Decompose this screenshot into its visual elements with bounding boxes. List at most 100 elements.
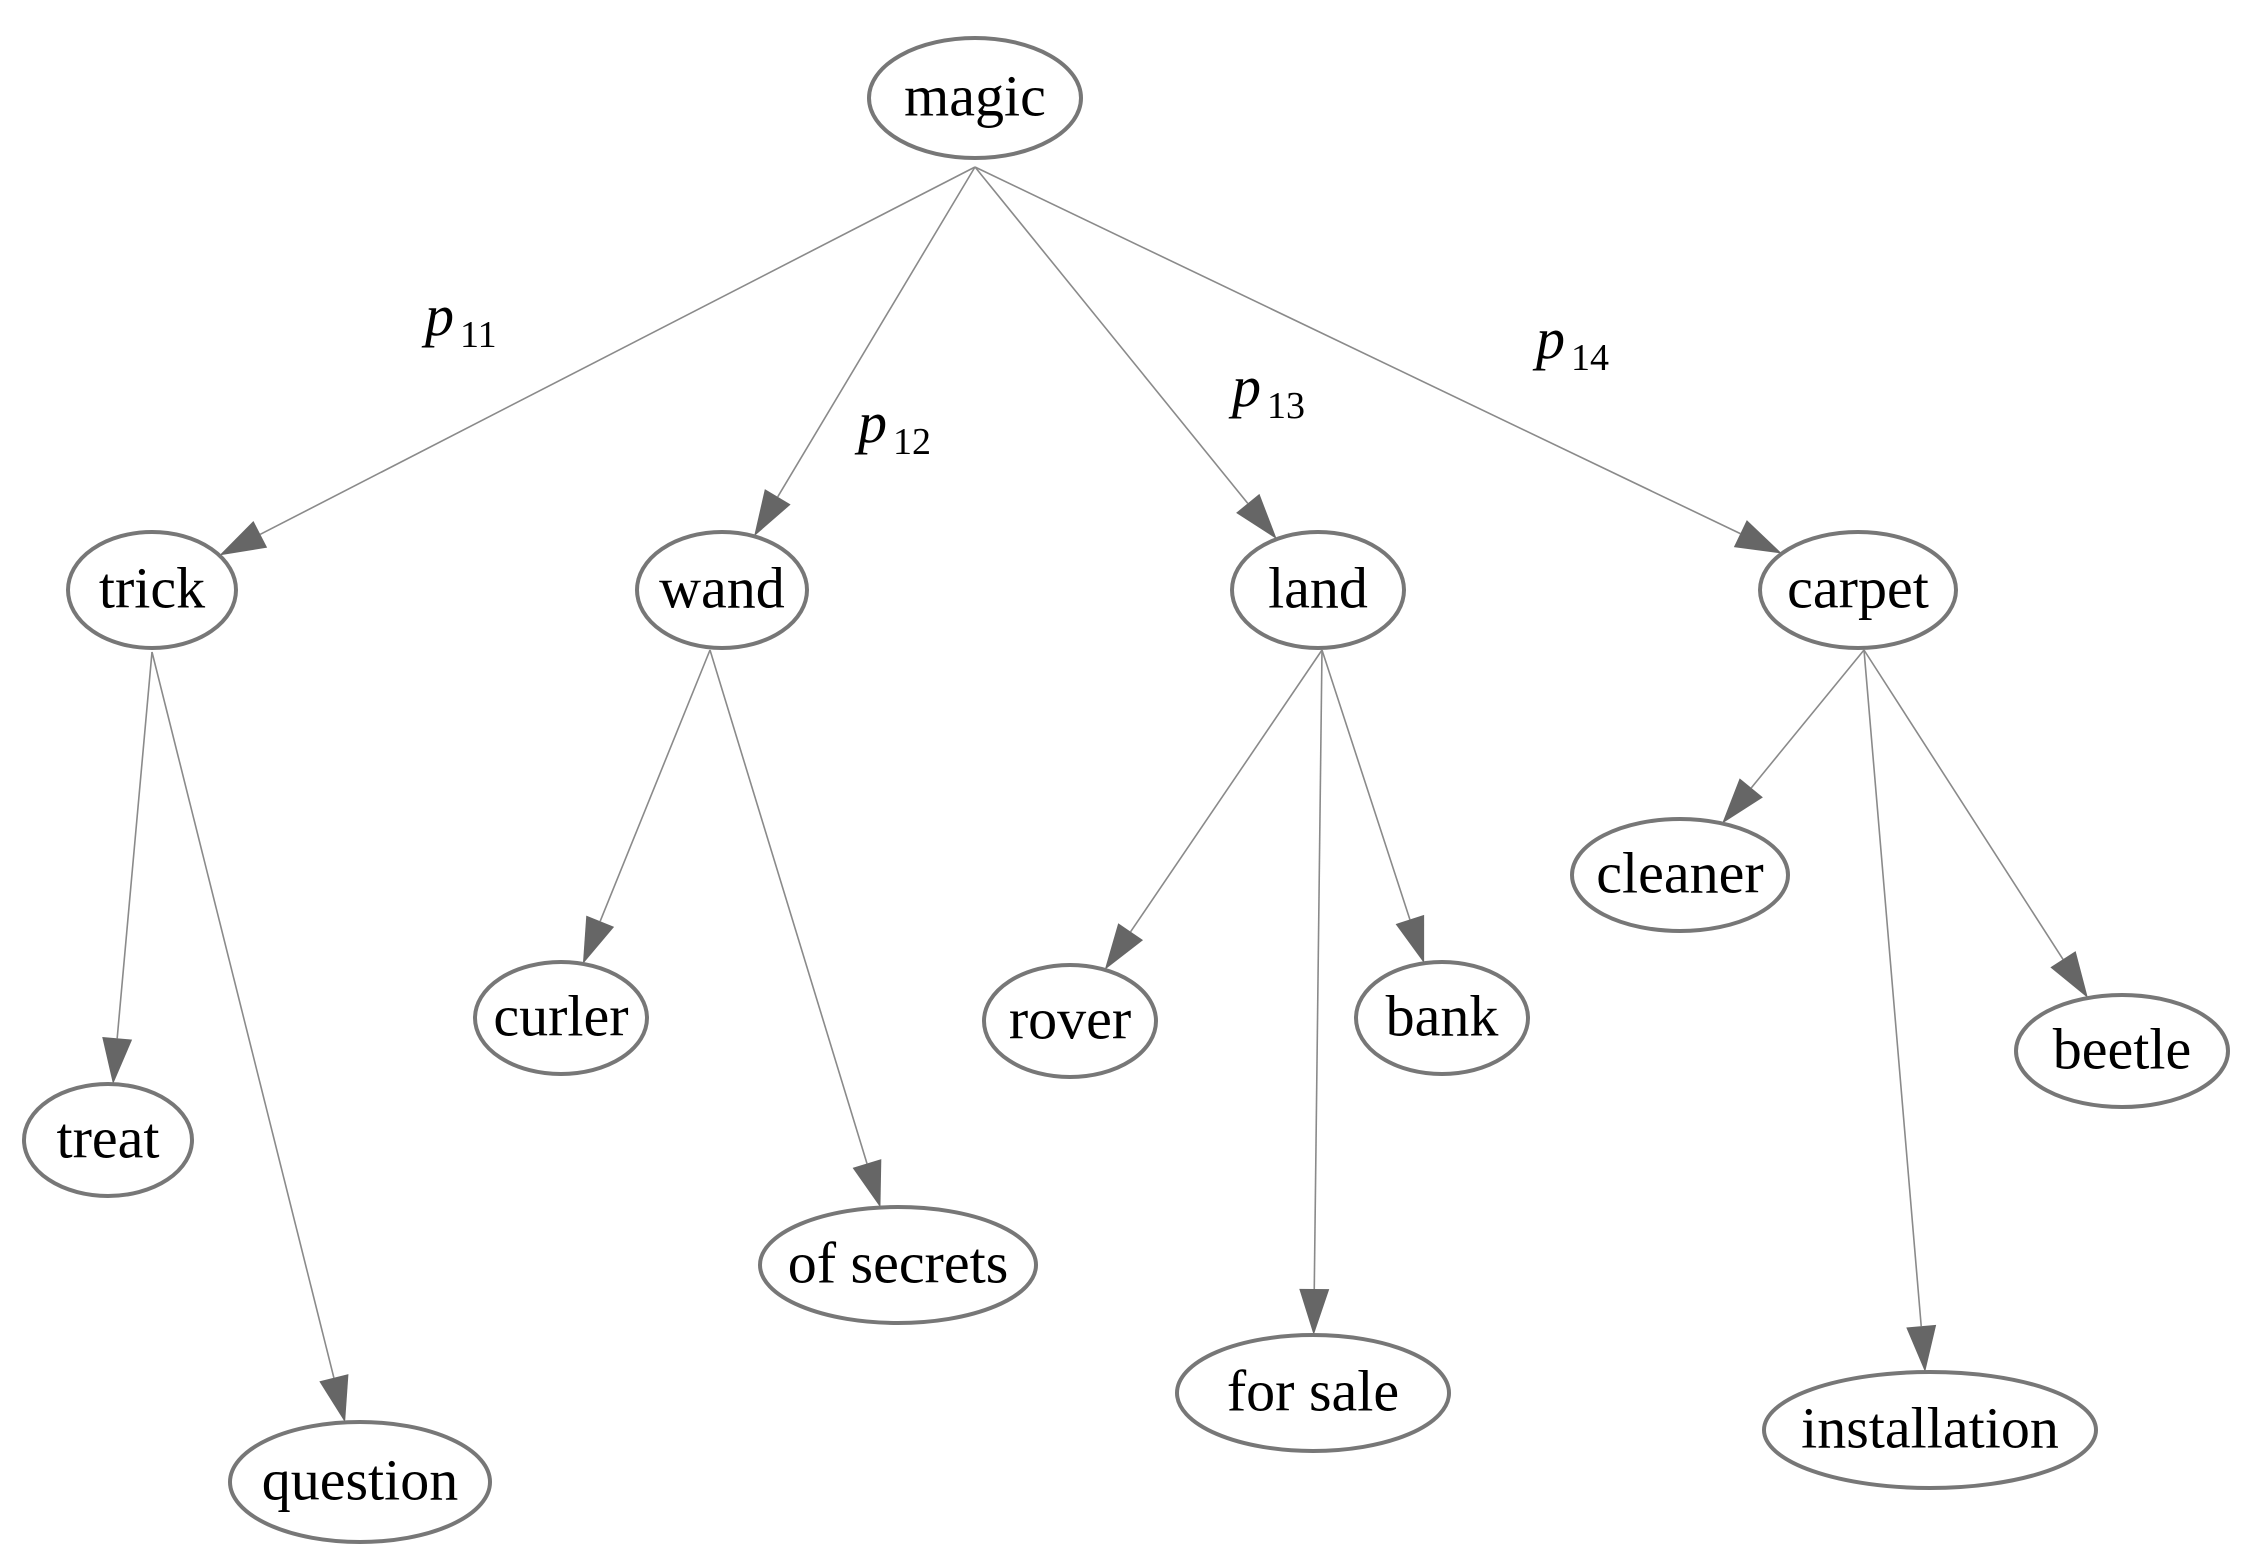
node-carpet: carpet	[1758, 530, 1958, 650]
edge-line	[974, 166, 1741, 535]
edge-magic-trick	[219, 166, 976, 556]
node-ellipse	[982, 963, 1158, 1079]
node-treat: treat	[22, 1082, 194, 1198]
edge-magic-carpet	[974, 166, 1782, 554]
edge-label-subscript: 13	[1267, 385, 1305, 427]
edge-line	[974, 166, 1249, 504]
edge-land-bank	[1321, 649, 1425, 964]
node-ellipse	[473, 960, 649, 1076]
node-label: cleaner	[1596, 841, 1763, 906]
edge-label-subscript: 11	[460, 314, 497, 356]
arrowhead	[1906, 1324, 1937, 1373]
node-label: installation	[1801, 1396, 2059, 1461]
edge-label-variable: p	[854, 390, 887, 455]
node-ellipse	[758, 1205, 1038, 1325]
node-cleaner: cleaner	[1570, 817, 1790, 933]
edge-line	[151, 651, 335, 1378]
arrowhead	[754, 489, 791, 537]
edge-land-rover	[1104, 649, 1323, 970]
node-label: question	[262, 1448, 459, 1513]
arrowhead	[2050, 951, 2088, 998]
arrowhead	[102, 1036, 133, 1085]
edge-line	[1321, 649, 1411, 920]
node-ellipse	[1762, 1370, 2098, 1490]
edge-label-variable: p	[1532, 306, 1565, 371]
node-installation: installation	[1762, 1370, 2098, 1490]
node-land: land	[1230, 530, 1406, 650]
node-ellipse	[2014, 993, 2230, 1109]
node-ellipse	[1570, 817, 1790, 933]
edge-carpet-installation	[1863, 649, 1937, 1373]
node-ellipse	[66, 530, 238, 650]
node-ellipse	[1758, 530, 1958, 650]
edge-line	[1750, 649, 1865, 789]
node-beetle: beetle	[2014, 993, 2230, 1109]
node-label: treat	[56, 1106, 159, 1171]
edge-line	[1313, 649, 1323, 1290]
arrowhead	[319, 1374, 349, 1423]
edge-line	[1129, 649, 1323, 933]
edge-magic-wand	[754, 166, 976, 537]
node-label: beetle	[2053, 1017, 2191, 1082]
arrowhead	[1236, 493, 1277, 540]
edge-trick-treat	[102, 651, 153, 1085]
node-label: trick	[99, 556, 205, 621]
node-label: wand	[659, 556, 785, 621]
node-of-secrets: of secrets	[758, 1205, 1038, 1325]
edge-line	[709, 649, 868, 1164]
node-label: rover	[1009, 987, 1131, 1052]
arrowhead	[1395, 914, 1425, 964]
edge-label-subscript: 14	[1571, 337, 1609, 379]
arrowhead	[1722, 778, 1763, 824]
edge-wand-curler	[582, 649, 711, 964]
node-trick: trick	[66, 530, 238, 650]
edge-label-subscript: 12	[893, 421, 931, 463]
node-ellipse	[1175, 1333, 1451, 1453]
node-label: magic	[904, 64, 1046, 129]
arrowhead	[582, 915, 615, 964]
arrowhead	[1733, 520, 1782, 554]
node-ellipse	[867, 36, 1083, 160]
node-curler: curler	[473, 960, 649, 1076]
node-bank: bank	[1354, 960, 1530, 1076]
edge-wand-of_secrets	[709, 649, 882, 1208]
node-ellipse	[1230, 530, 1406, 650]
arrowhead	[219, 520, 268, 556]
edge-line	[116, 651, 153, 1039]
node-magic: magic	[867, 36, 1083, 160]
node-label: land	[1268, 556, 1368, 621]
arrowhead	[852, 1159, 882, 1208]
node-ellipse	[1354, 960, 1530, 1076]
arrowhead	[1299, 1288, 1330, 1336]
node-rover: rover	[982, 963, 1158, 1079]
node-ellipse	[22, 1082, 194, 1198]
edge-label-variable: p	[421, 283, 454, 348]
node-ellipse	[635, 530, 809, 650]
edge-carpet-beetle	[1863, 649, 2088, 998]
edge-land-for_sale	[1299, 649, 1330, 1336]
edge-line	[1863, 649, 1923, 1327]
nodes-layer: magic trick wand land carpet treat question cur…	[22, 36, 2230, 1544]
edge-line	[1863, 649, 2064, 960]
node-wand: wand	[635, 530, 809, 650]
node-label: carpet	[1787, 556, 1929, 621]
arrowhead	[1104, 923, 1144, 970]
edge-line	[777, 166, 976, 498]
node-label: bank	[1386, 984, 1499, 1049]
node-question: question	[228, 1420, 492, 1544]
node-label: curler	[493, 984, 628, 1049]
edge-carpet-cleaner	[1722, 649, 1865, 824]
edge-magic-land	[974, 166, 1277, 540]
edge-trick-question	[151, 651, 349, 1423]
edge-line	[259, 166, 976, 536]
edges-layer	[102, 166, 2088, 1423]
node-label: of secrets	[788, 1231, 1009, 1296]
node-ellipse	[228, 1420, 492, 1544]
edge-line	[599, 649, 711, 922]
